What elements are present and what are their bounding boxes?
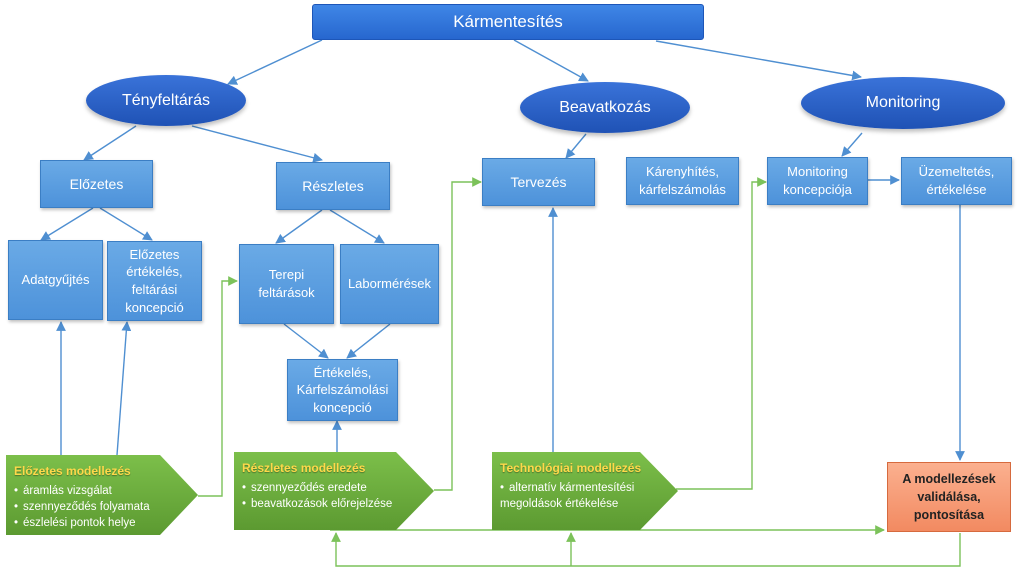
arrow-loop-to-reszletes [331, 532, 961, 567]
modelling-technologiai-item: alternatív kármentesítési megoldások ért… [500, 480, 641, 512]
step-terepi-feltarasok-label: Terepi feltárások [258, 267, 315, 300]
modelling-reszletes-title: Részletes modellezés [242, 461, 366, 475]
modelling-elozetes-item: észlelési pontok helye [14, 515, 150, 531]
step-monitoring-koncepcio: Monitoring koncepciója [767, 157, 868, 205]
step-terepi-feltarasok: Terepi feltárások [239, 244, 334, 324]
arrow-elozetes-adatgyujtes [40, 207, 94, 241]
modelling-technologiai-title: Technológiai modellezés [500, 461, 642, 475]
arrow-tenyfeltaras-elozetes [83, 125, 137, 161]
phase-tenyfeltaras: Tényfeltárás [86, 75, 246, 126]
arrow-reszletes-labor [329, 209, 385, 244]
step-labormeresek-label: Labormérések [347, 276, 432, 292]
modelling-elozetes-item: áramlás vizsgálat [14, 483, 150, 499]
arrow-monitoring-koncepcio [841, 132, 863, 157]
phase-beavatkozas-label: Beavatkozás [559, 98, 651, 116]
arrow-elozetes-ertekeles [99, 207, 153, 241]
arrow-green2-tervezes [434, 177, 482, 491]
modelling-technologiai-text: Technológiai modellezés alternatív kárme… [500, 460, 641, 512]
step-uzemeltetes-label: Üzemeltetés, értékelése [918, 164, 995, 197]
phase-monitoring: Monitoring [801, 77, 1005, 129]
modelling-elozetes-title: Előzetes modellezés [14, 464, 131, 478]
step-ertekeles-karfelszamolasi-label: Értékelés, Kárfelszámolási koncepció [296, 364, 389, 415]
arrow-terepi-ertekeles [283, 323, 329, 359]
modelling-elozetes: Előzetes modellezés áramlás vizsgálat sz… [6, 455, 200, 535]
modelling-reszletes-item: szennyeződés eredete [242, 480, 392, 496]
step-monitoring-koncepcio-label: Monitoring koncepciója [783, 164, 852, 197]
step-elozetes-ertekeles-label: Előzetes értékelés, feltárási koncepció [125, 246, 184, 315]
step-elozetes-ertekeles: Előzetes értékelés, feltárási koncepció [107, 241, 202, 321]
step-tervezes-label: Tervezés [510, 173, 567, 190]
step-labormeresek: Labormérések [340, 244, 439, 324]
arrow-labor-ertekeles [346, 323, 391, 359]
step-adatgyujtes-label: Adatgyűjtés [21, 272, 90, 288]
modelling-reszletes: Részletes modellezés szennyeződés eredet… [234, 452, 436, 530]
step-ertekeles-karfelszamolasi: Értékelés, Kárfelszámolási koncepció [287, 359, 398, 421]
modelling-technologiai-item-text: alternatív kármentesítési megoldások ért… [500, 481, 635, 510]
phase-beavatkozas: Beavatkozás [520, 82, 690, 133]
step-karenyhites: Kárenyhítés, kárfelszámolás [626, 157, 739, 205]
step-elozetes: Előzetes [40, 160, 153, 208]
phase-tenyfeltaras-label: Tényfeltárás [121, 91, 211, 109]
arrow-green1-ertekeles [116, 321, 132, 456]
step-adatgyujtes: Adatgyűjtés [8, 240, 103, 320]
arrow-beavatkozas-tervezes [565, 133, 587, 159]
modelling-reszletes-item: beavatkozások előrejelzése [242, 496, 392, 512]
step-karenyhites-label: Kárenyhítés, kárfelszámolás [639, 164, 726, 197]
arrow-title-beavatkozas [513, 39, 589, 82]
arrow-title-monitoring [655, 40, 862, 81]
modelling-reszletes-text: Részletes modellezés szennyeződés eredet… [242, 460, 392, 512]
step-reszletes-label: Részletes [302, 177, 364, 194]
step-elozetes-label: Előzetes [69, 175, 124, 192]
title-label: Kármentesítés [453, 12, 563, 31]
arrow-green1-terepi [198, 276, 238, 497]
modelling-elozetes-text: Előzetes modellezés áramlás vizsgálat sz… [14, 463, 150, 531]
step-reszletes: Részletes [276, 162, 390, 210]
phase-monitoring-label: Monitoring [865, 94, 941, 111]
arrow-title-tenyfeltaras [227, 39, 323, 85]
title-karmentesites: Kármentesítés [312, 4, 704, 40]
arrow-green3-koncepcio [676, 177, 767, 490]
modelling-elozetes-item: szennyeződés folyamata [14, 499, 150, 515]
step-tervezes: Tervezés [482, 158, 595, 206]
arrow-reszletes-terepi [275, 209, 323, 244]
arrow-tenyfeltaras-reszletes [191, 125, 323, 163]
step-uzemeltetes: Üzemeltetés, értékelése [901, 157, 1012, 205]
modelling-technologiai: Technológiai modellezés alternatív kárme… [492, 452, 680, 530]
validation-box: A modellezések validálása, pontosítása [887, 462, 1011, 532]
validation-label: A modellezések validálása, pontosítása [902, 471, 996, 523]
